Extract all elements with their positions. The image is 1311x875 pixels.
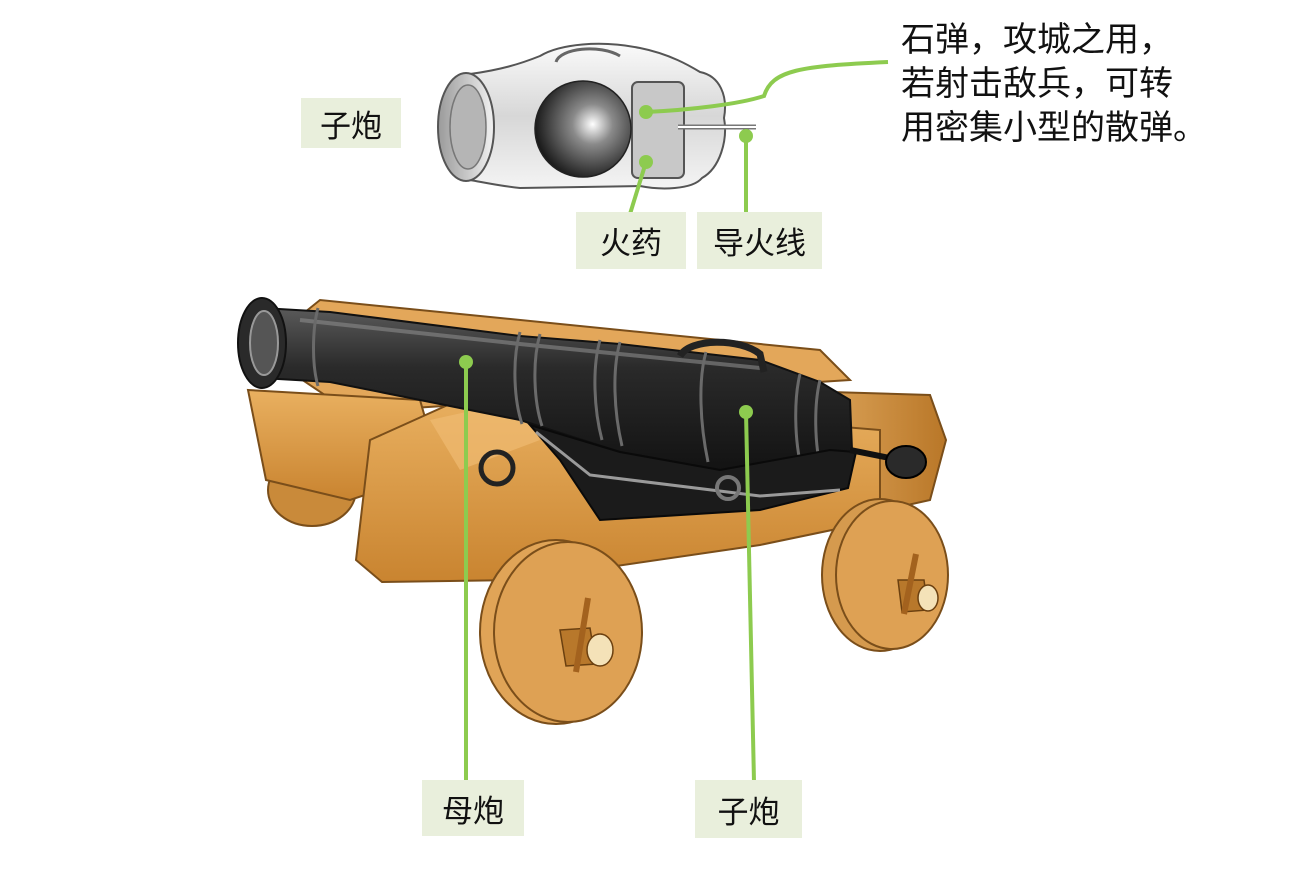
chamber-handle — [554, 47, 621, 63]
front-wheel-right — [821, 498, 949, 652]
label-powder: 火药 — [576, 212, 686, 269]
barrel-handle — [676, 338, 768, 373]
leader-stone-ball — [645, 60, 889, 114]
cradle-ring — [715, 475, 741, 501]
barrel-rings — [312, 307, 824, 475]
leader-chamber — [744, 411, 756, 783]
label-fuse: 导火线 — [697, 212, 822, 269]
front-wheel-left — [479, 539, 643, 725]
note-line-3: 用密集小型的散弹。 — [901, 108, 1207, 148]
label-chamber-top: 子炮 — [301, 98, 401, 148]
leader-lines — [464, 60, 889, 783]
stone-ball-note: 石弹，攻城之用， 若射击敌兵，可转 用密集小型的散弹。 — [901, 18, 1301, 150]
label-mother-cannon: 母炮 — [422, 780, 524, 836]
leader-powder — [628, 161, 648, 215]
leader-dots — [459, 105, 753, 419]
cascabel — [849, 447, 891, 461]
chamber-cutaway — [437, 42, 756, 190]
stone-ball — [534, 80, 632, 178]
note-line-1: 石弹，攻城之用， — [901, 20, 1173, 60]
side-ring — [478, 449, 516, 487]
label-chamber-bottom: 子炮 — [695, 780, 802, 838]
cannon-carriage — [237, 297, 949, 725]
note-line-2: 若射击敌兵，可转 — [901, 64, 1173, 104]
chamber-mouth-inner — [449, 84, 487, 170]
